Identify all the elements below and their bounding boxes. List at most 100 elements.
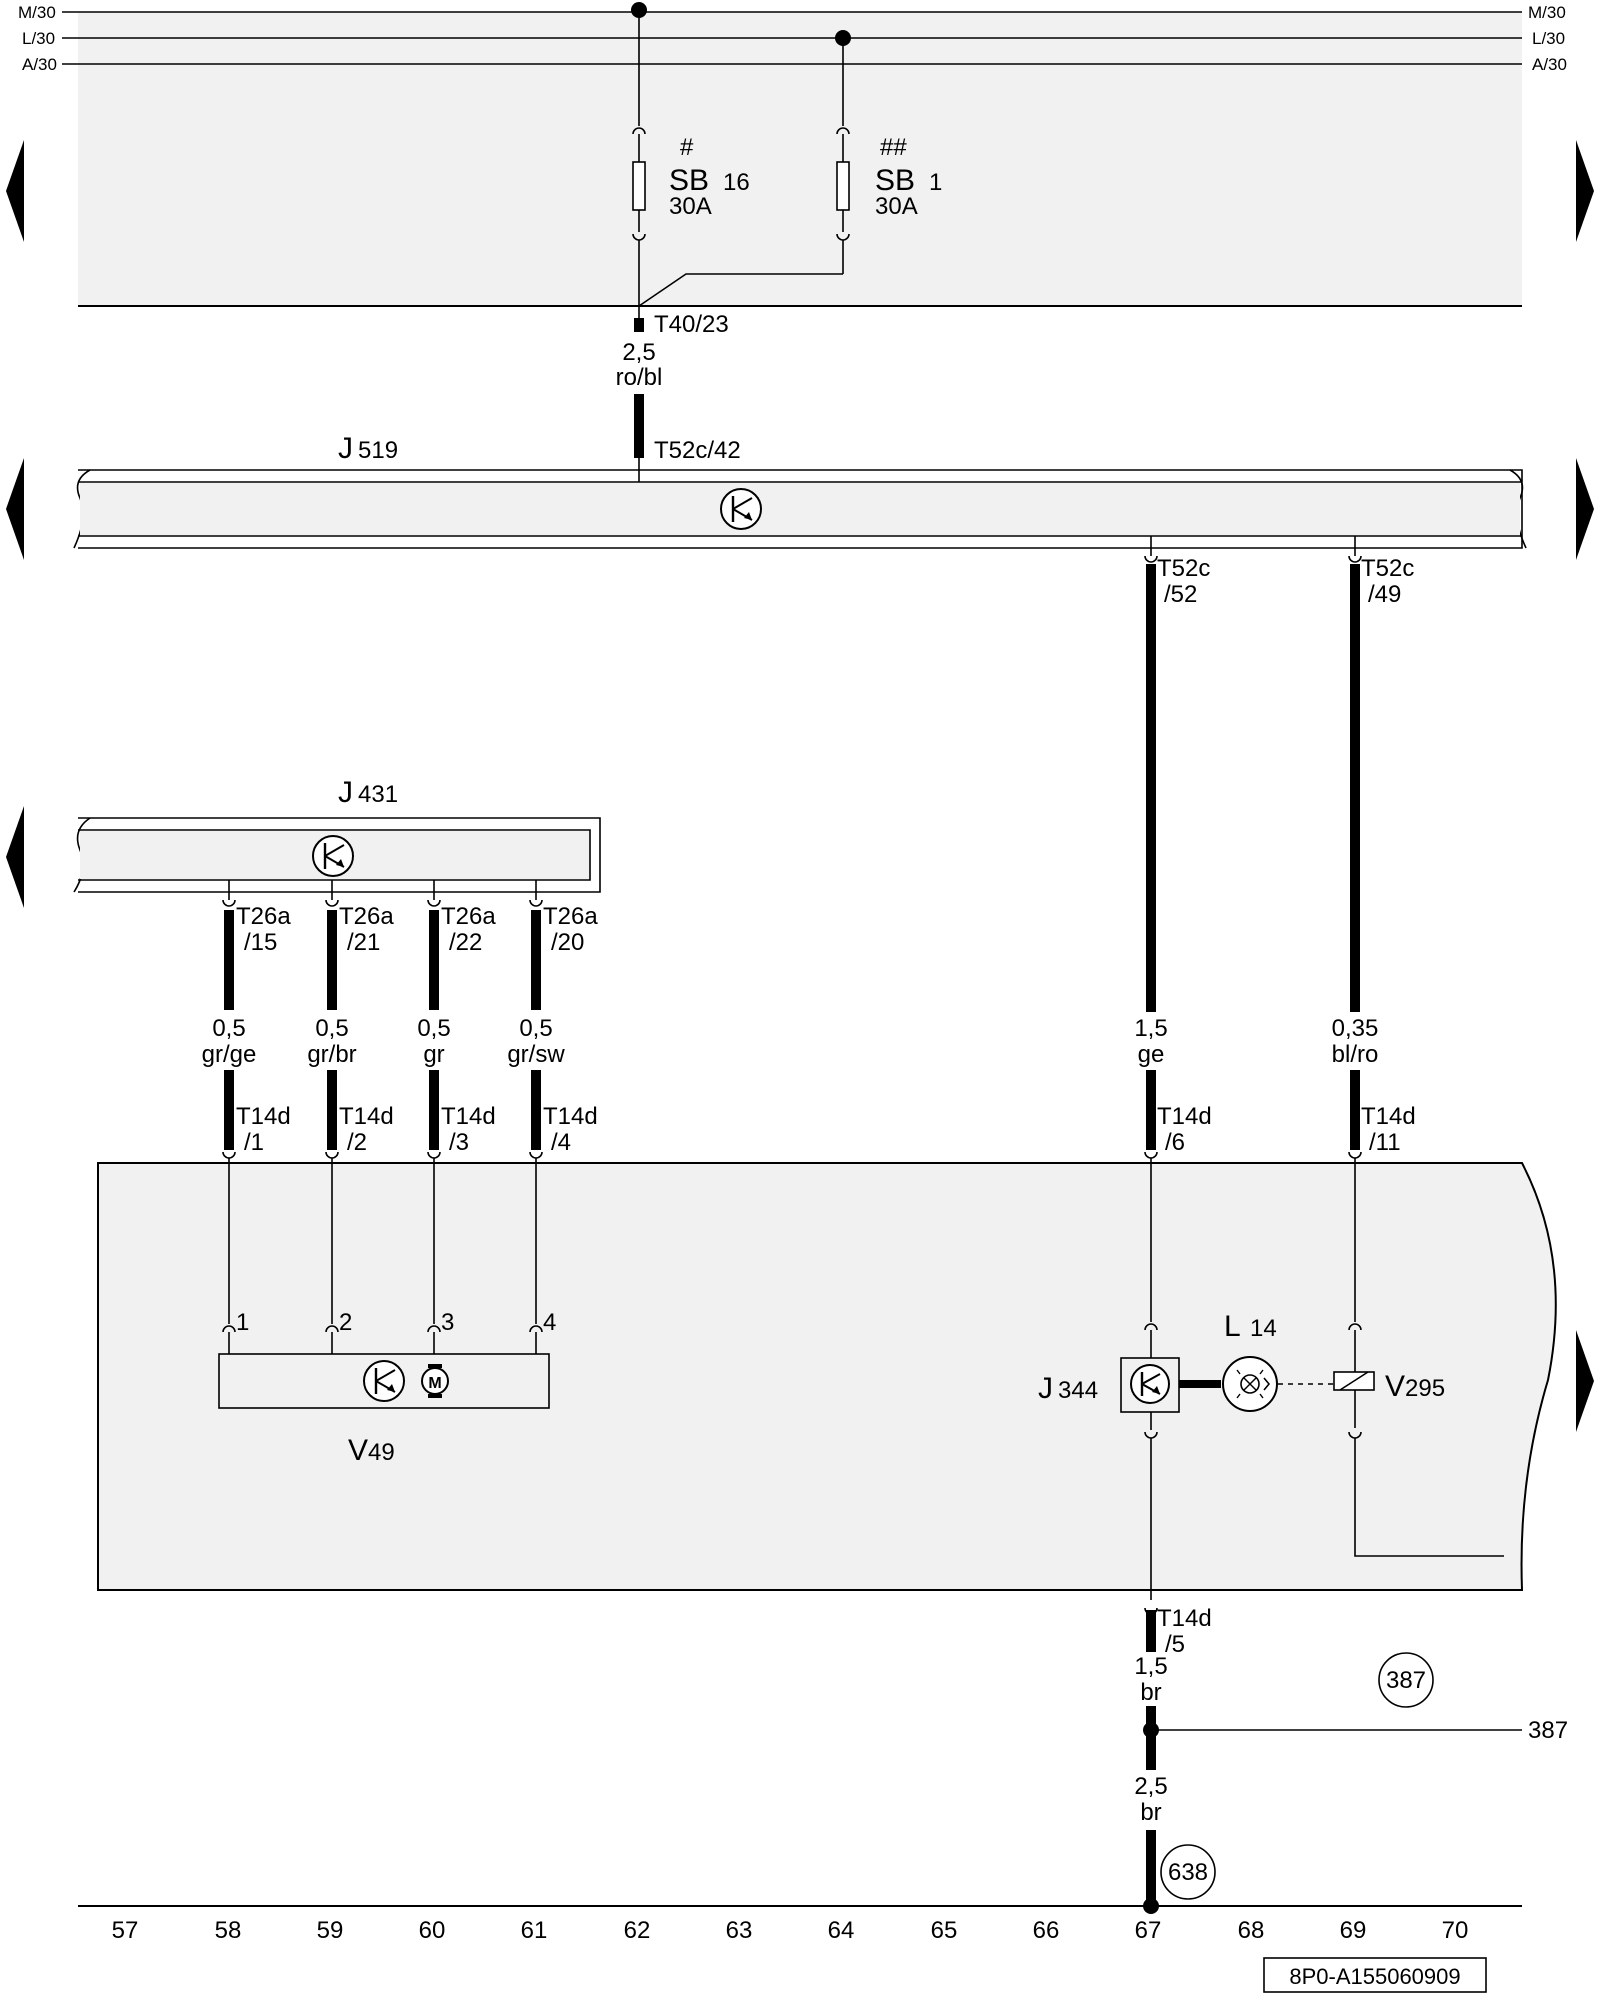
fuse-sb1-rating: 30A xyxy=(875,193,918,220)
j519-module xyxy=(73,469,1527,549)
fuse-sb16-mark: # xyxy=(680,134,694,161)
j519-label-number: 519 xyxy=(358,437,398,464)
connector-t26a-21-a: T26a xyxy=(339,903,394,930)
wire-grge-color: gr/ge xyxy=(202,1041,257,1068)
actuator-housing-panel xyxy=(97,1162,1557,1591)
connector-t14d-11-a: T14d xyxy=(1361,1103,1416,1130)
connector-t52c-42: T52c/42 xyxy=(654,437,741,464)
fuse-sb16-rating: 30A xyxy=(669,193,712,220)
connector-t14d-6-a: T14d xyxy=(1157,1103,1212,1130)
connector-t40-23: T40/23 xyxy=(654,311,729,338)
connector-t14d-2-a: T14d xyxy=(339,1103,394,1130)
j519-electronic-icon xyxy=(720,488,762,530)
v49-pin-2: 2 xyxy=(339,1309,352,1336)
page-arrow-right-1[interactable] xyxy=(1576,140,1594,242)
connector-t52c-52-a: T52c xyxy=(1157,555,1210,582)
wire-ground-upper-size: 1,5 xyxy=(1134,1653,1167,1680)
connector-t14d-2-b: /2 xyxy=(347,1129,367,1156)
connector-t14d-3-a: T14d xyxy=(441,1103,496,1130)
wire-grbr-upper xyxy=(327,910,337,1010)
wire-grsw-lower xyxy=(531,1070,541,1150)
wire-gr-upper xyxy=(429,910,439,1010)
lamp-l14-icon xyxy=(1222,1356,1278,1412)
connector-t14d-5-b: /5 xyxy=(1165,1631,1185,1658)
fuse-box-panel xyxy=(78,12,1522,306)
track-60: 60 xyxy=(419,1917,446,1944)
wire-supply-color: ro/bl xyxy=(616,364,663,391)
connector-t14d-3-b: /3 xyxy=(449,1129,469,1156)
v49-label-number: 49 xyxy=(368,1439,395,1466)
wire-ground-br-upper xyxy=(1146,1610,1156,1652)
wire-ground-lower-color: br xyxy=(1140,1799,1161,1826)
track-63: 63 xyxy=(726,1917,753,1944)
wire-grge-size: 0,5 xyxy=(212,1015,245,1042)
v49-pin-1: 1 xyxy=(236,1309,249,1336)
page-arrow-left-2[interactable] xyxy=(6,458,24,560)
v295-label-number: 295 xyxy=(1405,1375,1445,1402)
wire-blro-size: 0,35 xyxy=(1332,1015,1379,1042)
page-arrow-left-1[interactable] xyxy=(6,140,24,242)
j431-label-number: 431 xyxy=(358,781,398,808)
wire-grbr-size: 0,5 xyxy=(315,1015,348,1042)
connector-t14d-6-b: /6 xyxy=(1165,1129,1185,1156)
wire-ge-color: ge xyxy=(1138,1041,1165,1068)
wire-gr-size: 0,5 xyxy=(417,1015,450,1042)
connector-t14d-1-b: /1 xyxy=(244,1129,264,1156)
wire-blro xyxy=(1350,564,1360,1012)
track-66: 66 xyxy=(1033,1917,1060,1944)
fuse-sb16-number: 16 xyxy=(723,169,750,196)
v49-label-letter: V xyxy=(348,1434,368,1467)
track-61: 61 xyxy=(521,1917,548,1944)
motor-icon: M xyxy=(421,1364,449,1398)
connector-t14d-11-b: /11 xyxy=(1369,1129,1401,1156)
line-ref-387: 387 xyxy=(1528,1717,1568,1744)
wire-grbr-lower xyxy=(327,1070,337,1150)
j344-electronic-icon xyxy=(1130,1364,1170,1404)
wire-ground-br-lower xyxy=(1146,1830,1156,1906)
footer-code: 8P0-A155060909 xyxy=(1289,1964,1460,1989)
track-70: 70 xyxy=(1442,1917,1469,1944)
track-58: 58 xyxy=(215,1917,242,1944)
wire-grsw-upper xyxy=(531,910,541,1010)
connector-t14d-4-a: T14d xyxy=(543,1103,598,1130)
page-arrow-left-3[interactable] xyxy=(6,806,24,908)
j344-label-number: 344 xyxy=(1058,1377,1098,1404)
fuse-sb1-symbol xyxy=(836,161,850,211)
track-69: 69 xyxy=(1340,1917,1367,1944)
rail-label-a30-left: A/30 xyxy=(22,55,57,74)
wire-grge-upper xyxy=(224,910,234,1010)
track-59: 59 xyxy=(317,1917,344,1944)
connector-t26a-20-b: /20 xyxy=(551,929,584,956)
j431-label-letter: J xyxy=(338,776,353,809)
track-68: 68 xyxy=(1238,1917,1265,1944)
rail-label-l30-left: L/30 xyxy=(22,29,55,48)
wire-grge-lower xyxy=(224,1070,234,1150)
supply-rails xyxy=(62,11,1522,65)
connector-t52c-49-b: /49 xyxy=(1368,581,1401,608)
fuse-sb16-symbol xyxy=(632,161,646,211)
wire-ge xyxy=(1146,564,1156,1012)
rail-label-l30-right: L/30 xyxy=(1532,29,1565,48)
ref-circle-638: 638 xyxy=(1160,1844,1216,1900)
connector-t26a-15-a: T26a xyxy=(236,903,291,930)
svg-text:638: 638 xyxy=(1168,1859,1208,1886)
j519-label-letter: J xyxy=(338,432,353,465)
wire-ground-lower-size: 2,5 xyxy=(1134,1773,1167,1800)
wire-blro-color: bl/ro xyxy=(1332,1041,1379,1068)
ref-circle-387: 387 xyxy=(1378,1652,1434,1708)
page-arrow-right-2[interactable] xyxy=(1576,458,1594,560)
track-65: 65 xyxy=(931,1917,958,1944)
track-numbers: 57 58 59 60 61 62 63 64 65 66 67 68 69 7… xyxy=(112,1917,1469,1944)
connector-t14d-4-b: /4 xyxy=(551,1129,571,1156)
wire-gr-lower xyxy=(429,1070,439,1150)
l14-label-letter: L xyxy=(1224,1310,1241,1343)
rail-label-m30-left: M/30 xyxy=(18,3,56,22)
connector-t26a-21-b: /21 xyxy=(347,929,380,956)
track-62: 62 xyxy=(624,1917,651,1944)
page-arrow-right-3[interactable] xyxy=(1576,1330,1594,1432)
track-67: 67 xyxy=(1135,1917,1162,1944)
v49-electronic-icon xyxy=(363,1360,405,1402)
connector-t26a-22-a: T26a xyxy=(441,903,496,930)
wire-supply xyxy=(634,394,644,458)
